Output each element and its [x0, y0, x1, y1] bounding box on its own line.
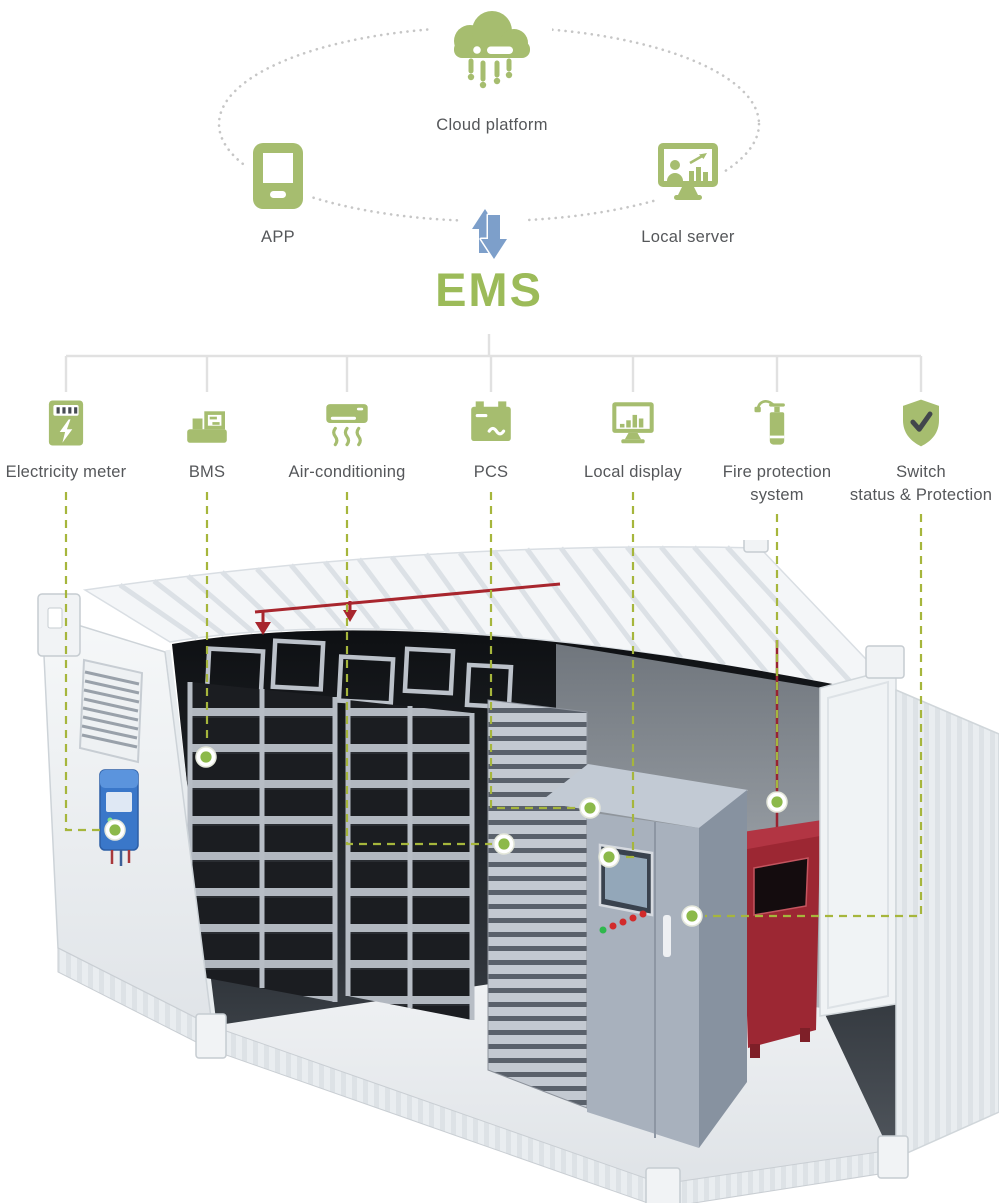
- fire-cabinet: [736, 820, 828, 1058]
- cloud-platform-icon: [454, 11, 530, 89]
- sprinkler-pipe: [254, 582, 779, 850]
- ems-title: EMS: [435, 263, 543, 316]
- comp-label: Air-conditioning: [288, 463, 406, 481]
- cloud-platform-label: Cloud platform: [436, 116, 548, 134]
- local-display-icon: [612, 402, 654, 444]
- container-illustration: [37, 540, 999, 1203]
- vent-louver: [78, 658, 144, 764]
- dot-local-display: [598, 846, 620, 868]
- cloud-platform-node: [432, 0, 552, 110]
- sync-arrows-node: [460, 196, 526, 272]
- comp-label-line2: status & Protection: [849, 486, 993, 504]
- comp-label: Electricity meter: [5, 463, 127, 481]
- ems-tree-lines: [64, 334, 923, 392]
- local-server-label: Local server: [641, 228, 735, 246]
- app-label: APP: [261, 228, 295, 246]
- local-server-node: [652, 136, 724, 208]
- comp-label-line2: system: [750, 486, 804, 504]
- sync-arrows-icon: [470, 207, 509, 261]
- fire-extinguisher-icon: [754, 400, 785, 445]
- comp-pcs: PCS: [396, 396, 586, 484]
- app-node: [246, 136, 310, 216]
- comp-local-display: Local display: [538, 396, 728, 484]
- app-icon: [253, 143, 303, 209]
- electricity-meter-icon: [48, 400, 84, 446]
- comp-label: PCS: [473, 463, 509, 481]
- dot-electricity-meter: [104, 819, 126, 841]
- local-server-icon: [658, 143, 718, 200]
- comp-switch-status: Switch status & Protection: [826, 396, 999, 507]
- comp-electricity-meter: Electricity meter: [0, 396, 161, 484]
- comp-label: Fire protection: [722, 463, 832, 481]
- dot-switch-status: [681, 905, 703, 927]
- comp-fire-protection: Fire protection system: [682, 396, 872, 507]
- component-dashed-links: [64, 492, 923, 918]
- corner-post-slot: [47, 607, 63, 629]
- pcs-icon: [471, 401, 511, 441]
- air-conditioning-icon: [326, 404, 368, 447]
- battery-rack: [187, 682, 338, 1002]
- comp-air-conditioning: Air-conditioning: [252, 396, 442, 484]
- comp-label: Local display: [584, 463, 682, 481]
- dot-pcs: [579, 797, 601, 819]
- cabinet-door-handle: [663, 915, 671, 957]
- shield-check-icon: [903, 399, 939, 447]
- dot-fire-protection: [766, 791, 788, 813]
- container-base: [57, 947, 893, 1203]
- link-endpoint-dots: [104, 746, 788, 927]
- comp-label: BMS: [188, 463, 226, 481]
- dot-bms: [195, 746, 217, 768]
- dot-air-conditioning: [493, 833, 515, 855]
- container-right-wall: [895, 688, 999, 1160]
- pcs-cabinet: [540, 764, 748, 1148]
- container-left-wall: [41, 612, 213, 1028]
- comp-label: Switch: [896, 463, 946, 481]
- comp-bms: BMS: [112, 396, 302, 484]
- bms-icon: [187, 411, 227, 443]
